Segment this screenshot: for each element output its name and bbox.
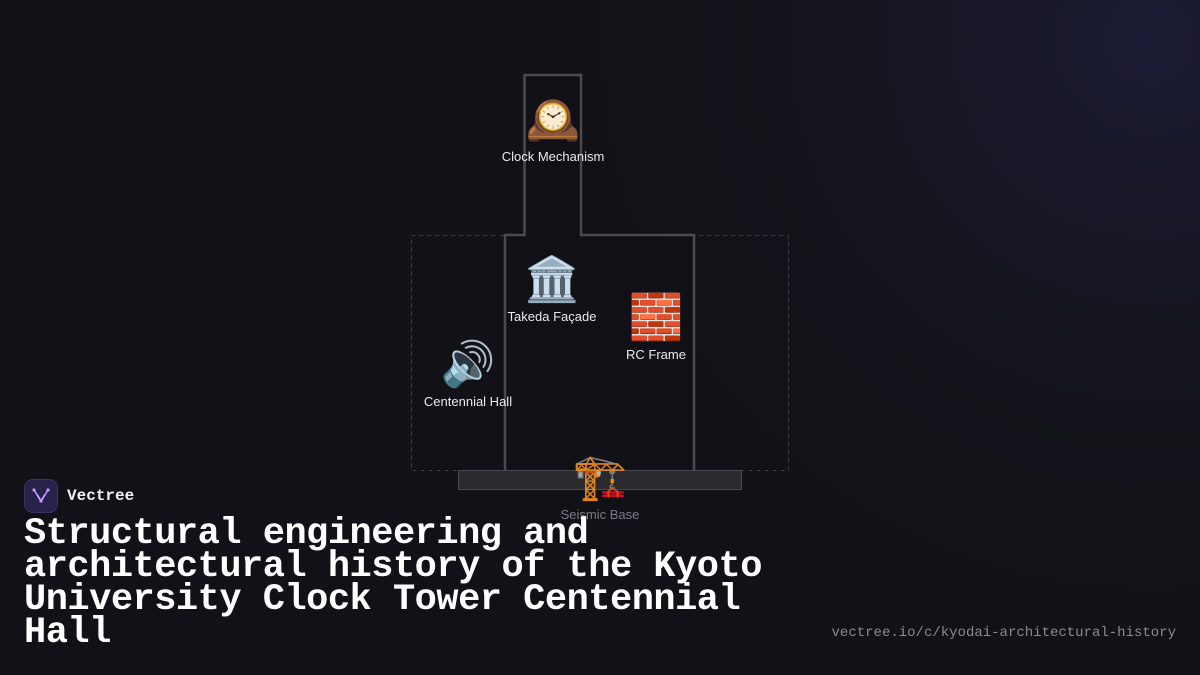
brick-icon: 🧱 bbox=[628, 292, 684, 343]
node-label: RC Frame bbox=[626, 347, 686, 362]
node-label: Seismic Base bbox=[560, 507, 640, 522]
node-rc-frame[interactable]: 🧱 RC Frame bbox=[626, 292, 686, 363]
brand[interactable]: Vectree bbox=[24, 479, 134, 513]
course-url[interactable]: vectree.io/c/kyodai-architectural-histor… bbox=[831, 625, 1176, 641]
node-clock-mechanism[interactable]: 🕰️ Clock Mechanism bbox=[501, 94, 605, 165]
seismic-base-slab bbox=[458, 470, 742, 490]
vectree-logo-icon bbox=[24, 479, 58, 513]
classical-building-icon: 🏛️ bbox=[524, 254, 580, 305]
node-label: Centennial Hall bbox=[423, 394, 513, 409]
page-title: Structural engineering and architectural… bbox=[24, 513, 762, 654]
node-takeda-facade[interactable]: 🏛️ Takeda Façade bbox=[507, 254, 597, 325]
node-label: Clock Mechanism bbox=[501, 149, 605, 164]
tower-outline bbox=[503, 73, 696, 470]
speaker-icon: 🔊 bbox=[440, 339, 496, 390]
brand-name: Vectree bbox=[67, 487, 135, 505]
node-seismic-base[interactable]: 🏗️ Seismic Base bbox=[560, 452, 640, 523]
node-centennial-hall[interactable]: 🔊 Centennial Hall bbox=[423, 339, 513, 410]
mantelpiece-clock-icon: 🕰️ bbox=[525, 94, 581, 145]
node-label: Takeda Façade bbox=[507, 309, 597, 324]
building-construction-icon: 🏗️ bbox=[572, 452, 628, 503]
